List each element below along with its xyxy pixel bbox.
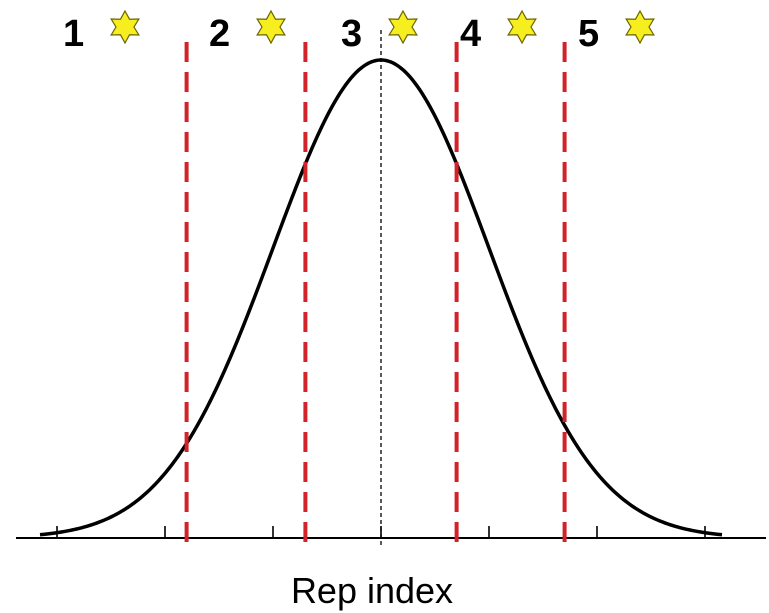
star-icon	[110, 9, 140, 45]
rating-number: 1	[63, 13, 84, 55]
rating-number: 4	[460, 13, 481, 55]
rating-number: 5	[578, 13, 599, 55]
rating-4: 4	[460, 9, 537, 55]
x-axis-label: Rep index	[291, 570, 453, 611]
rating-5: 5	[578, 9, 655, 55]
star-icon	[256, 9, 286, 45]
cutoff-lines	[184, 42, 567, 548]
rating-3: 3	[341, 9, 418, 55]
rating-number: 2	[209, 13, 230, 55]
rating-1: 1	[63, 9, 140, 55]
star-icon	[507, 9, 537, 45]
star-icon	[388, 9, 418, 45]
rating-2: 2	[209, 9, 286, 55]
star-icon	[625, 9, 655, 45]
rating-labels: 1 2 3 4 5	[63, 9, 655, 55]
rating-number: 3	[341, 13, 362, 55]
